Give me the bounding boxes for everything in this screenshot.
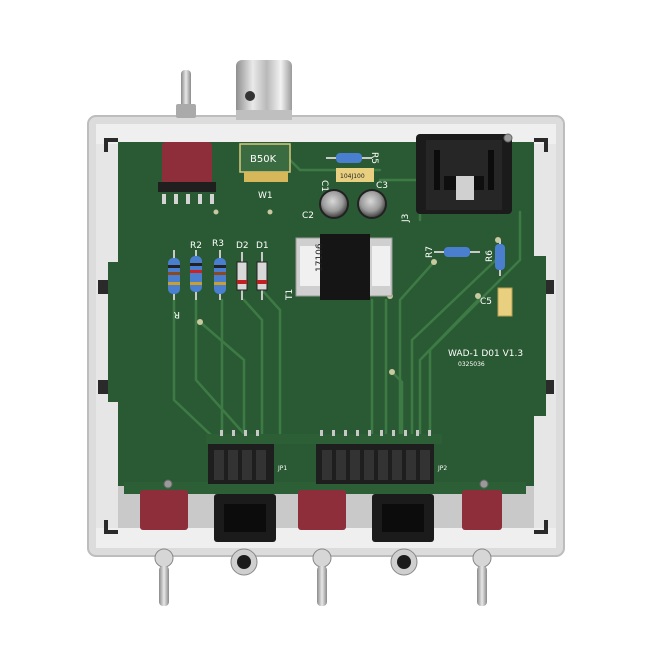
label-c5: C5 <box>480 297 492 307</box>
label-t1: T1 <box>285 289 295 301</box>
pot-marking: B50K <box>250 154 277 165</box>
label-c1: C1 <box>319 180 329 192</box>
jack-left[interactable] <box>214 494 276 542</box>
label-jp1: JP1 <box>277 465 287 472</box>
label-r3: R3 <box>212 239 224 249</box>
capacitor-c3 <box>357 189 387 219</box>
front-jack-nut-left <box>230 548 258 576</box>
bottom-switch-center[interactable] <box>298 490 346 530</box>
potentiometer-w1: B50K <box>239 143 291 182</box>
label-r6: R6 <box>485 250 495 262</box>
label-r2: R2 <box>190 241 202 251</box>
front-toggle-right[interactable] <box>472 548 492 606</box>
resistor-r2 <box>190 250 202 300</box>
label-r1: R <box>174 309 180 319</box>
capacitor-c1: 104J100 <box>336 168 374 182</box>
label-w1: W1 <box>258 191 273 201</box>
resistor-r5 <box>326 153 372 163</box>
capacitor-c5 <box>497 287 513 317</box>
label-r7: R7 <box>425 246 435 258</box>
header-jp2 <box>316 444 434 484</box>
diode-d2 <box>236 252 248 300</box>
front-toggle-center[interactable] <box>312 548 332 606</box>
jack-right[interactable] <box>372 494 434 542</box>
capacitor-c2 <box>319 189 349 219</box>
label-j3: J3 <box>401 214 411 223</box>
bottom-switch-left[interactable] <box>140 490 188 530</box>
front-jack-nut-right <box>390 548 418 576</box>
resistor-r7 <box>434 247 480 257</box>
diode-d1 <box>256 252 268 300</box>
daughter-board <box>124 430 526 494</box>
transformer-marking: 17106 <box>315 243 325 272</box>
label-jp2: JP2 <box>437 465 447 472</box>
pcb-board <box>108 142 546 486</box>
board-code: 0325036 <box>458 361 485 368</box>
front-toggle-left[interactable] <box>154 548 174 606</box>
resistor-r6 <box>495 240 505 276</box>
transformer-t1: 17106 <box>295 234 393 300</box>
label-c2: C2 <box>302 211 314 221</box>
header-jp1 <box>208 444 274 484</box>
resistor-r1 <box>168 250 180 300</box>
label-d1: D1 <box>256 241 269 251</box>
label-r5: R5 <box>369 152 379 164</box>
volume-knob[interactable] <box>236 60 292 120</box>
label-c3: C3 <box>376 181 388 191</box>
xlr-connector-j3[interactable] <box>416 134 512 214</box>
cap-c1-marking: 104J100 <box>340 173 365 180</box>
resistor-r3 <box>214 250 226 300</box>
top-toggle-switch[interactable] <box>176 70 196 118</box>
screws <box>163 133 513 489</box>
rotary-switch-top[interactable] <box>158 142 216 204</box>
bottom-switch-right[interactable] <box>462 490 502 530</box>
board-name: WAD-1 D01 V1.3 <box>448 349 523 359</box>
label-d2: D2 <box>236 241 249 251</box>
